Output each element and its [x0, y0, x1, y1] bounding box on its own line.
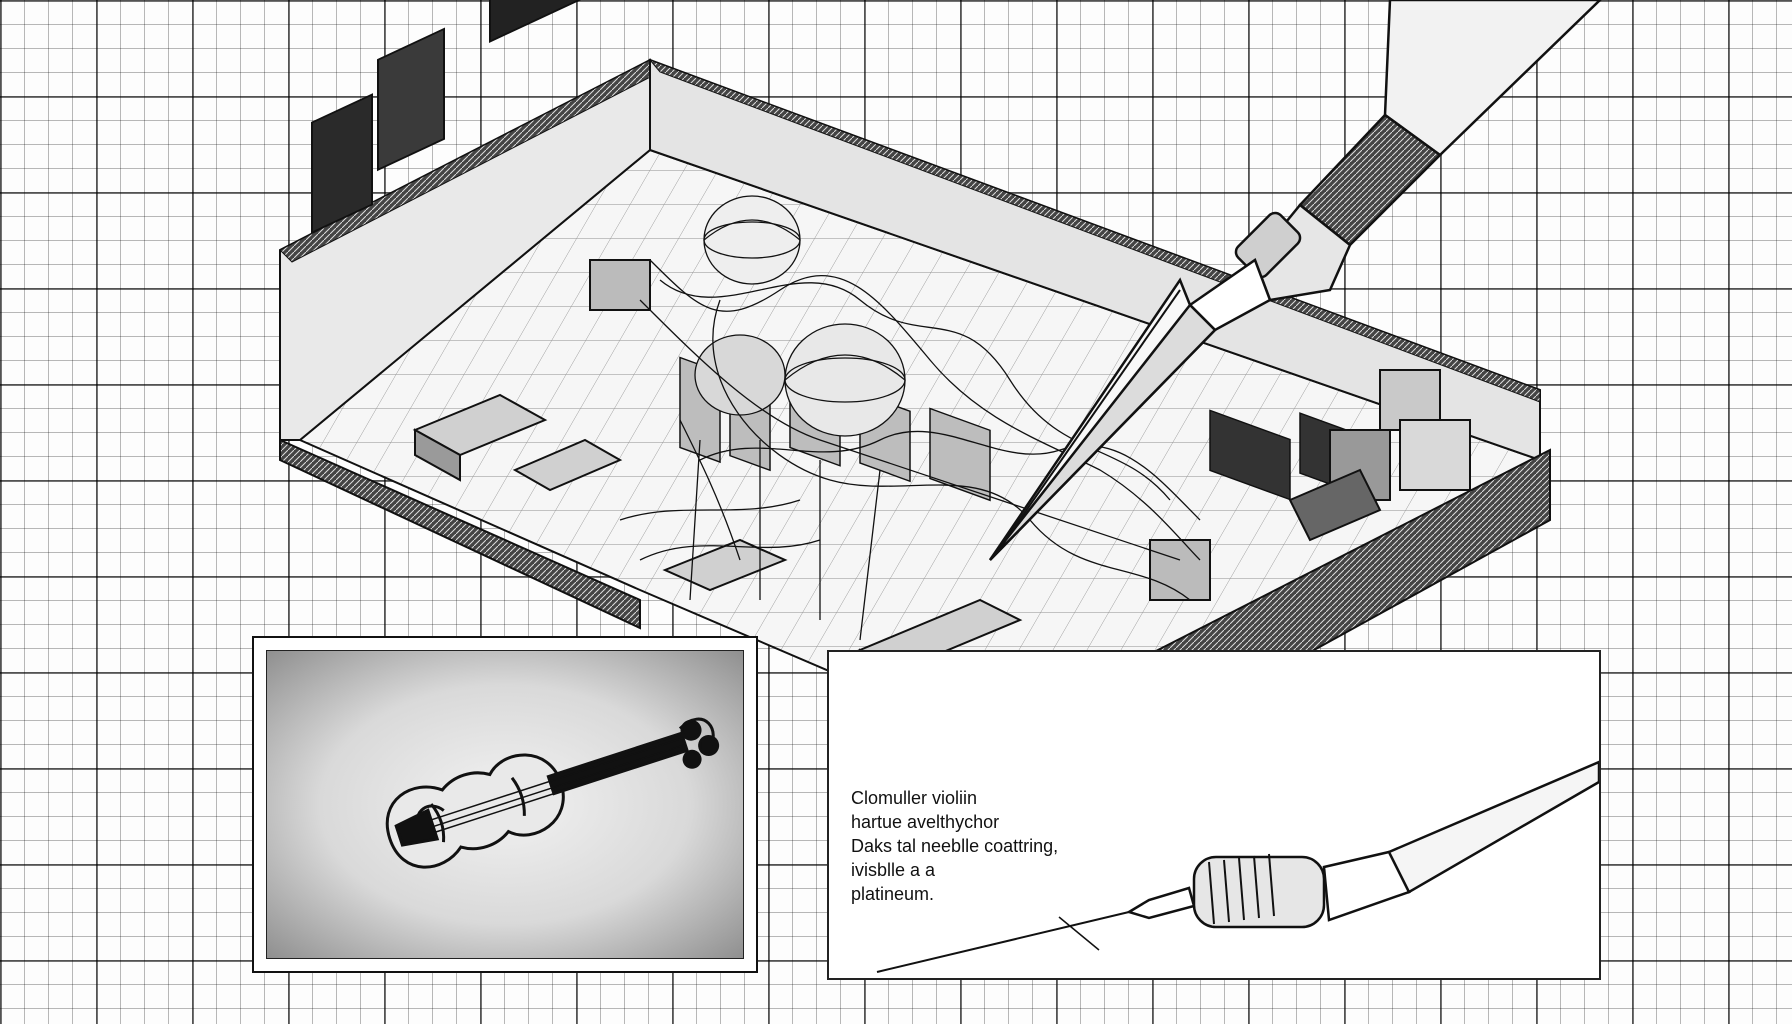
stylus-pen-icon [988, 0, 1602, 561]
needle-caption: Clomuller violiin hartue avelthychor Dak… [851, 786, 1111, 906]
caption-line-3: Daks tal neeblle coattring, [851, 836, 1059, 856]
needle-icon [876, 760, 1601, 973]
violin-icon [385, 717, 720, 869]
violin-inset-panel [252, 636, 758, 973]
wireframe-sculpture [619, 195, 1201, 641]
needle-inset-panel [827, 650, 1601, 980]
caption-line-4: ivisblle a a [851, 860, 936, 880]
caption-line-5: platineum. [851, 884, 935, 904]
caption-line-2: hartue avelthychor [851, 812, 1000, 832]
caption-line-1: Clomuller violiin [851, 788, 978, 808]
wall-monitors [311, 0, 581, 234]
violin-texture-background [266, 650, 744, 959]
